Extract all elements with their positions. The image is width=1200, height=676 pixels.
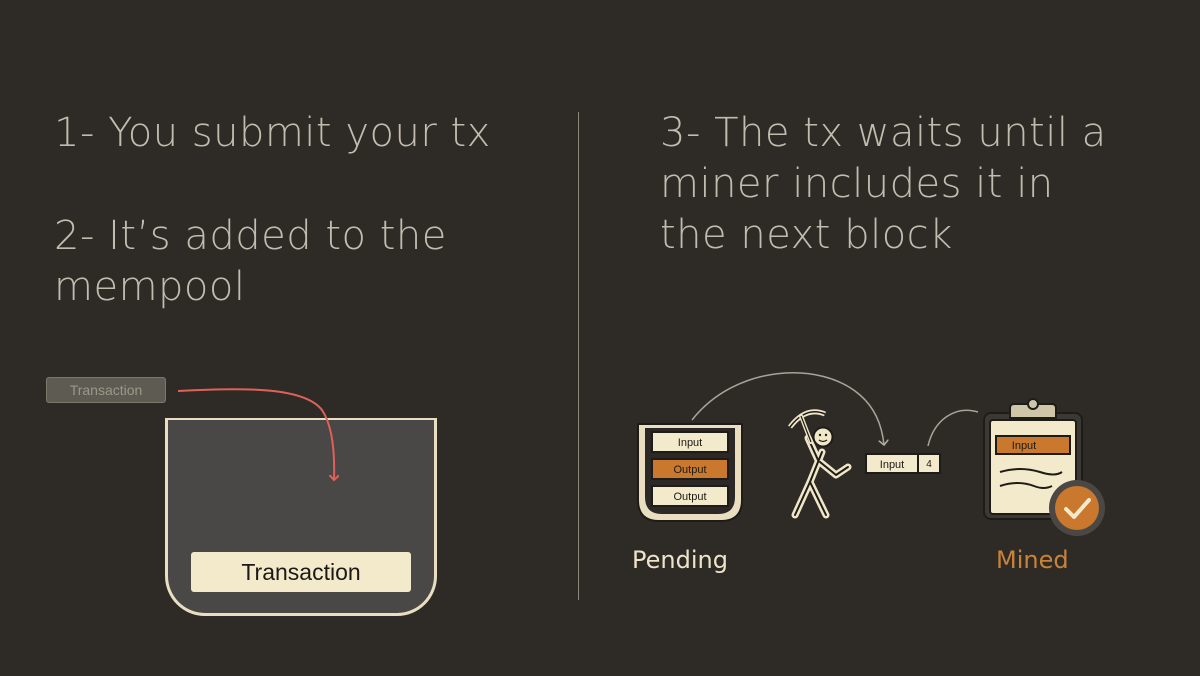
step-3-line-1: 3- The tx waits until a <box>660 110 1107 156</box>
step-2-line-1: 2- It’s added to the <box>54 213 447 259</box>
step-3-line-3: the next block <box>660 212 953 258</box>
in-transit-chip: Input 4 <box>865 453 941 474</box>
pending-row-2: Output <box>651 458 729 480</box>
in-transit-chip-badge: 4 <box>926 459 932 470</box>
pending-row-2-label: Output <box>673 464 706 476</box>
checkmark-icon <box>1049 480 1105 536</box>
pick-arrow-icon <box>691 372 884 445</box>
incoming-transaction-chip: Transaction <box>46 377 166 403</box>
step-1-text: 1- You submit your tx <box>54 108 491 159</box>
step-2-line-2: mempool <box>54 264 246 310</box>
pending-row-1-label: Input <box>678 437 702 449</box>
in-transit-chip-label: Input <box>880 459 904 471</box>
step-2-text: 2- It’s added to the mempool <box>54 211 447 313</box>
column-divider <box>578 112 579 600</box>
mined-row-label: Input <box>1012 440 1036 452</box>
submit-arrow-icon <box>177 388 334 480</box>
pending-row-3-label: Output <box>673 491 706 503</box>
mine-arrow-icon <box>927 409 979 447</box>
pending-block: Input Output Output <box>637 423 743 522</box>
pending-row-1: Input <box>651 431 729 453</box>
step-1-line: 1- You submit your tx <box>54 110 491 156</box>
pending-caption: Pending <box>632 546 728 574</box>
mempool-transaction-chip: Transaction <box>191 552 411 592</box>
mined-caption: Mined <box>996 546 1069 574</box>
pending-row-3: Output <box>651 485 729 507</box>
step-3-line-2: miner includes it in <box>660 161 1054 207</box>
step-3-text: 3- The tx waits until a miner includes i… <box>660 108 1107 261</box>
miner-head <box>812 426 834 448</box>
pickaxe-icon <box>788 409 826 444</box>
